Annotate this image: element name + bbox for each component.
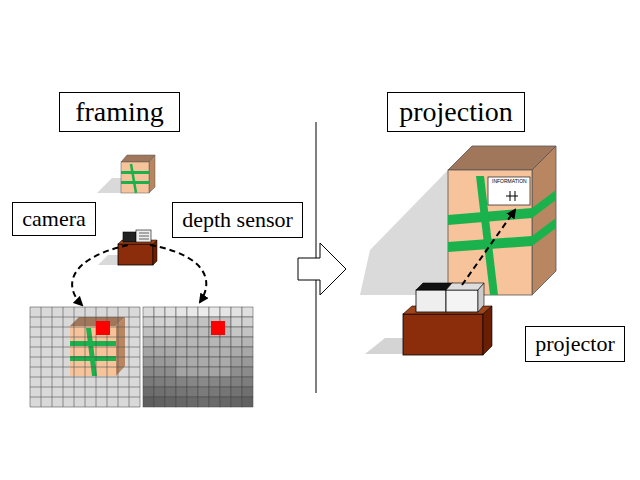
process-arrow (298, 243, 346, 295)
label-text: projector (534, 331, 616, 356)
camera-image-grid (30, 307, 140, 407)
label-box: projector (525, 326, 625, 362)
label-text: camera (21, 206, 87, 231)
dashed-arrow (150, 245, 206, 302)
small-box (97, 155, 155, 193)
label-text: framing (74, 96, 165, 128)
label-box: framing (59, 92, 180, 132)
label-box: depth sensor (172, 202, 303, 238)
label-text: projection (398, 96, 514, 128)
label-text: depth sensor (181, 207, 294, 232)
label-box: camera (12, 202, 96, 236)
large-box (360, 146, 556, 295)
dashed-arrow (72, 245, 128, 305)
projected-label (488, 177, 530, 205)
projector-device (365, 283, 492, 355)
projection-ray (462, 210, 515, 285)
camera-depth-device (98, 230, 157, 265)
info-text: INFORMATION (492, 179, 527, 184)
label-box: projection (387, 92, 525, 132)
depth-image-grid (143, 307, 253, 407)
